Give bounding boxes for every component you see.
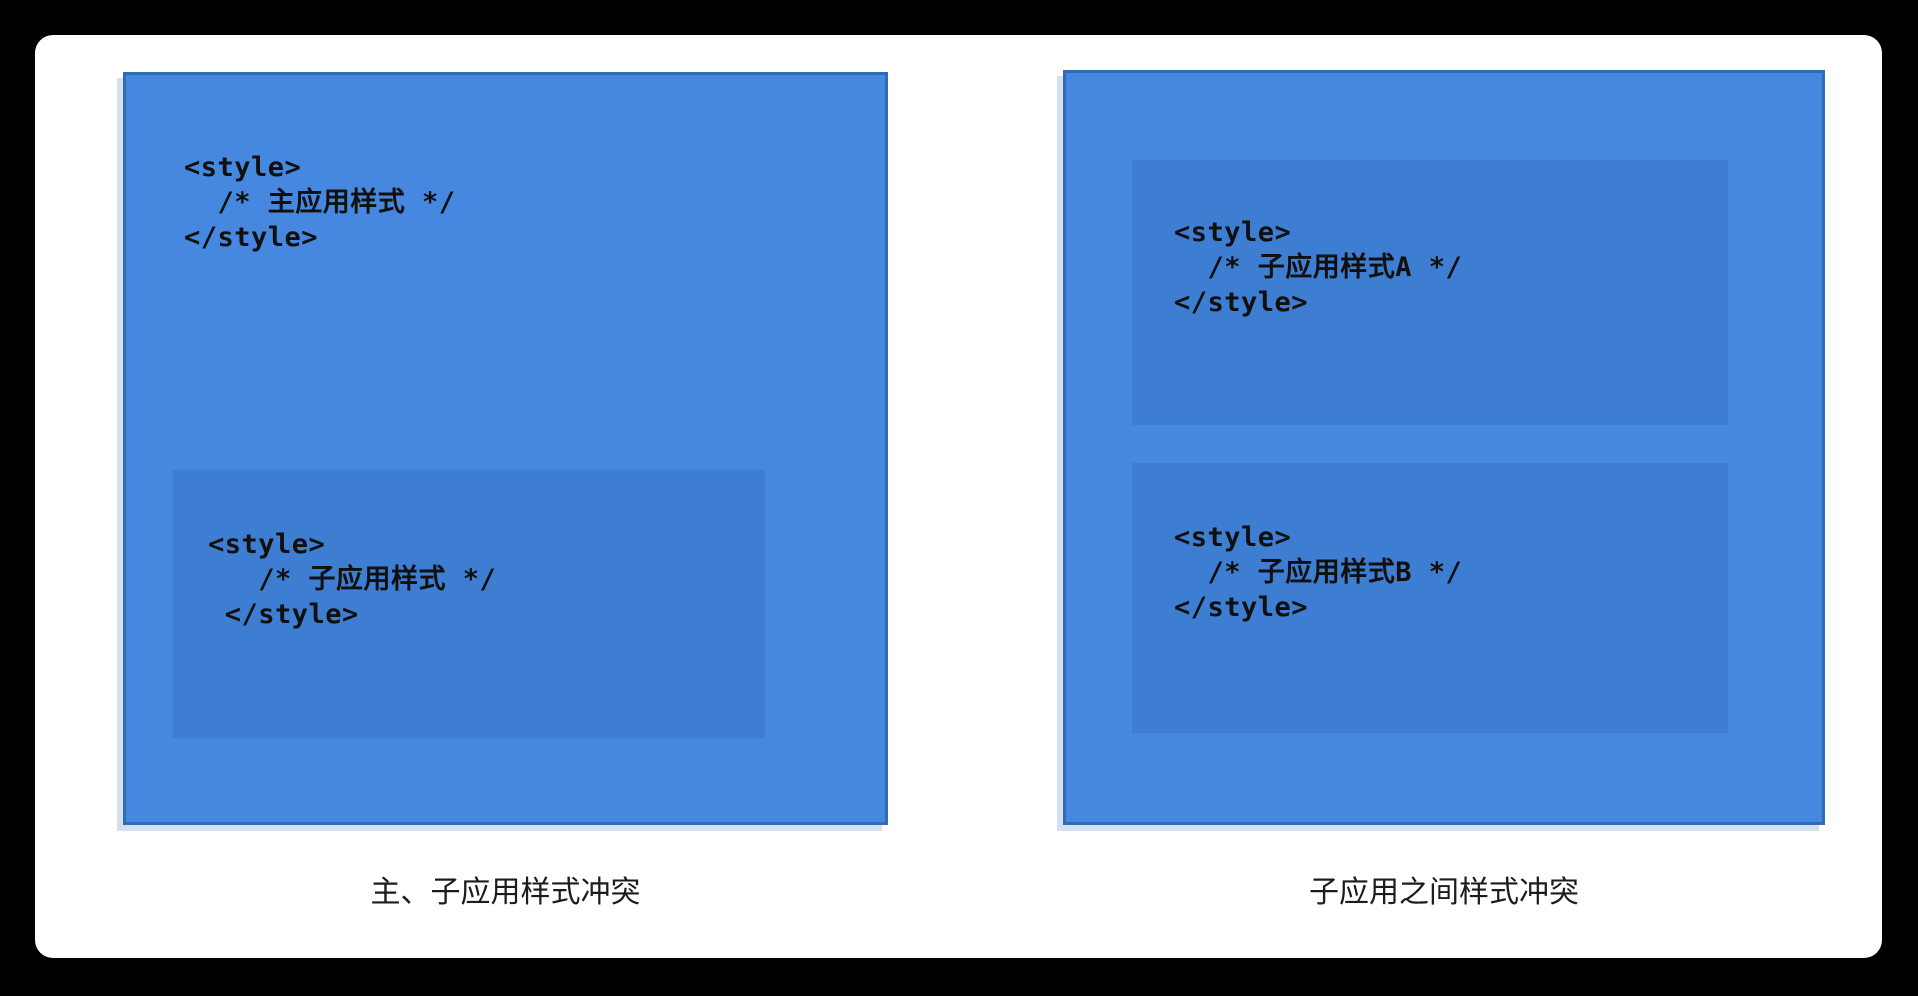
panel-sub-sub-conflict: <style> /* 子应用样式A */ </style> <style> /*… [1063,35,1883,958]
panel-main-sub-conflict: <style> /* 主应用样式 */ </style> <style> /* … [123,35,923,958]
sub-application-b-style-code: <style> /* 子应用样式B */ </style> [1174,522,1463,623]
sub-application-a-box: <style> /* 子应用样式A */ </style> [1132,160,1728,425]
main-application-box-right: <style> /* 子应用样式A */ </style> <style> /*… [1063,70,1825,825]
white-sheet: <style> /* 主应用样式 */ </style> <style> /* … [35,35,1882,958]
sub-application-box: <style> /* 子应用样式 */ </style> [173,470,765,738]
panel-caption-main-sub-conflict: 主、子应用样式冲突 [370,876,641,909]
sub-application-b-box: <style> /* 子应用样式B */ </style> [1132,463,1728,733]
sub-application-a-style-code: <style> /* 子应用样式A */ </style> [1174,217,1463,318]
main-application-style-code: <style> /* 主应用样式 */ </style> [184,152,456,253]
sub-application-style-code: <style> /* 子应用样式 */ </style> [208,529,497,630]
main-application-box: <style> /* 主应用样式 */ </style> <style> /* … [123,72,888,825]
panel-caption-sub-sub-conflict: 子应用之间样式冲突 [1309,876,1579,909]
